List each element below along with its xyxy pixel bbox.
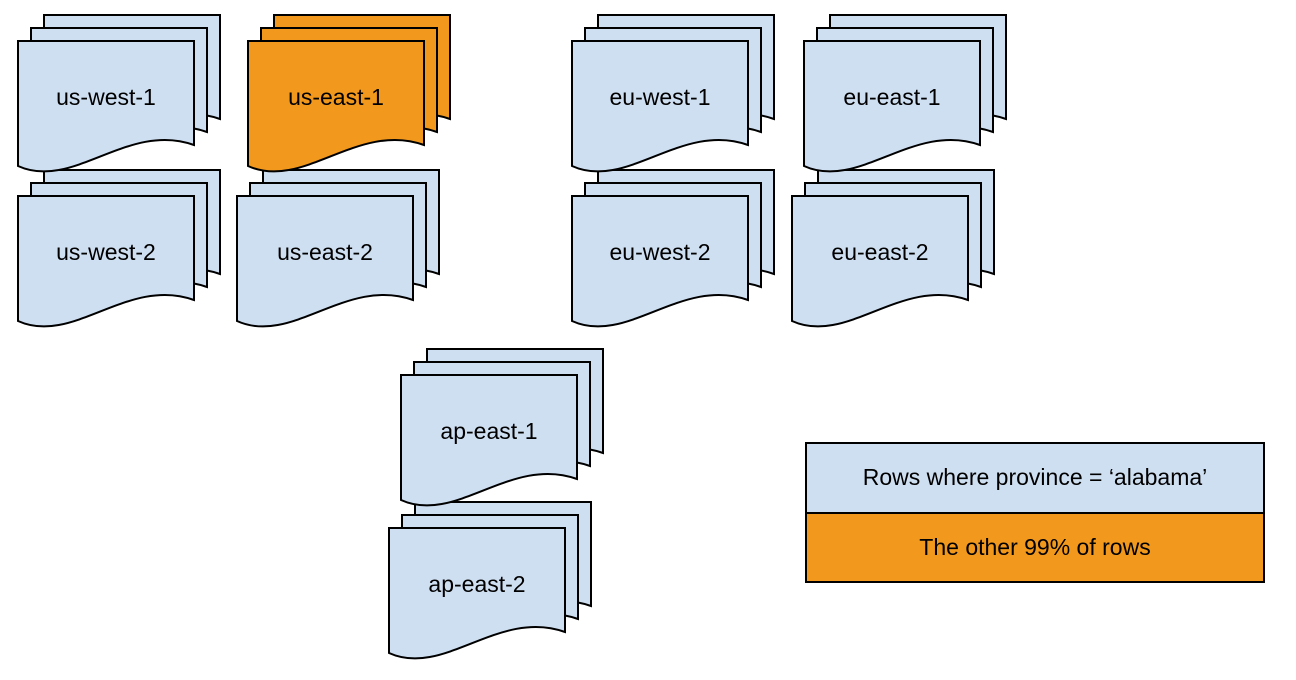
region-label: eu-east-2 [831,238,929,265]
legend-item-label: Rows where province = ‘alabama’ [862,464,1208,491]
region-stack-eu-west-2: eu-west-2 [571,169,779,331]
legend: Rows where province = ‘alabama’ The othe… [805,442,1265,583]
region-stack-us-west-2: us-west-2 [17,169,225,331]
region-stack-us-east-1: us-east-1 [247,14,455,176]
region-stack-us-west-1: us-west-1 [17,14,225,176]
region-label: us-east-1 [288,83,384,110]
region-label: us-east-2 [277,238,373,265]
region-stack-eu-east-1: eu-east-1 [803,14,1011,176]
region-label: eu-east-1 [843,83,941,110]
region-label: us-west-2 [56,238,156,265]
legend-item-label: The other 99% of rows [919,533,1151,560]
legend-item-other-rows: The other 99% of rows [807,511,1263,581]
region-stack-ap-east-2: ap-east-2 [388,501,596,663]
region-stack-eu-east-2: eu-east-2 [791,169,999,331]
region-stack-eu-west-1: eu-west-1 [571,14,779,176]
region-label: us-west-1 [56,83,156,110]
region-label: ap-east-2 [428,570,526,597]
legend-item-alabama-rows: Rows where province = ‘alabama’ [807,444,1263,512]
region-label: ap-east-1 [440,417,538,444]
region-stack-us-east-2: us-east-2 [236,169,444,331]
region-label: eu-west-1 [609,83,711,110]
region-stack-ap-east-1: ap-east-1 [400,348,608,510]
region-label: eu-west-2 [609,238,711,265]
